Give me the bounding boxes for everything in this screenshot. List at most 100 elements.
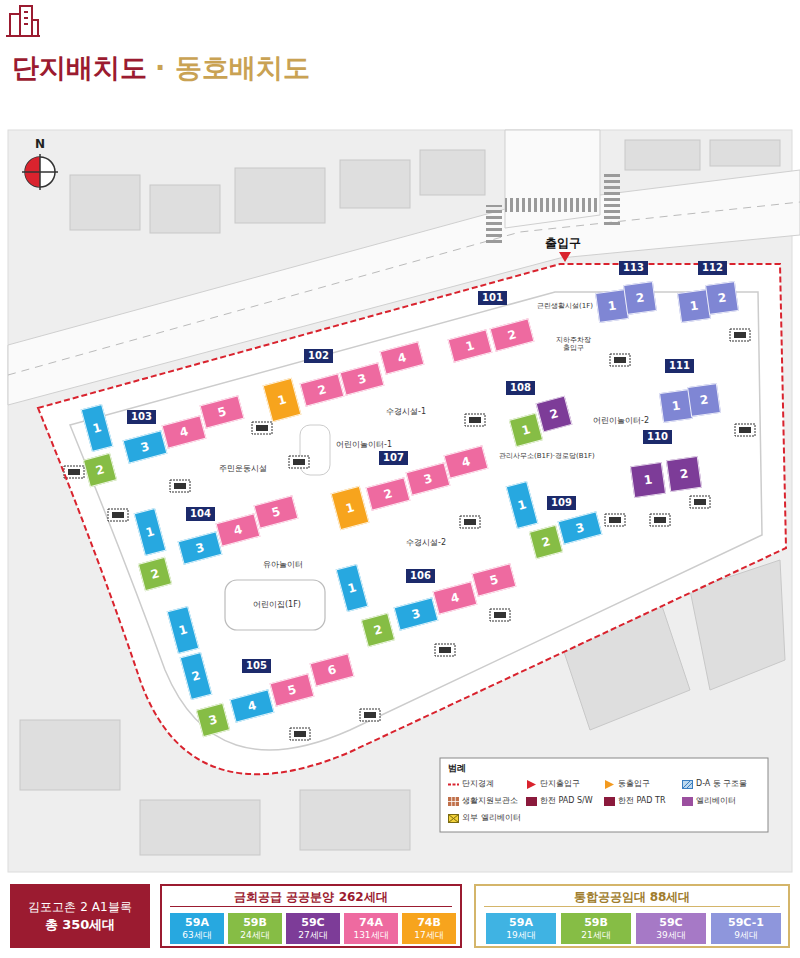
unit-number: 3: [139, 439, 151, 455]
unit-type-text: 59B: [243, 917, 267, 929]
building-tag: 103: [127, 410, 156, 424]
parking-icon: [690, 496, 710, 508]
unit-number: 4: [449, 590, 461, 606]
map-label: 유아놀이터: [262, 560, 304, 570]
unit-number: 2: [149, 566, 161, 582]
panel-heading: 통합공공임대 88세대: [484, 888, 780, 907]
legend-text: 엘리베이터: [696, 796, 736, 806]
legend-text: 한전 PAD S/W: [540, 796, 593, 806]
unit-number: 2: [316, 382, 328, 398]
parking-icon: [460, 516, 480, 528]
supply-panel: 금회공급 공공분양 262세대59A63세대59B24세대59C27세대74A1…: [160, 884, 462, 948]
building-tag: 110: [643, 430, 672, 444]
unit-type-box: 59B24세대: [228, 913, 282, 944]
building-tag: 101: [478, 291, 507, 305]
unit-type-text: 39세대: [656, 929, 685, 941]
page-subtitle: · 동호배치도: [155, 52, 310, 84]
unit-type-box: 59B21세대: [561, 913, 631, 944]
map-label: 어린이집(1F): [252, 600, 302, 610]
building-tag: 102: [304, 349, 333, 363]
unit-number: 1: [346, 580, 358, 596]
entrance-arrow: [559, 252, 571, 262]
unit-number: 1: [91, 420, 103, 436]
legend-text: 동출입구: [618, 779, 650, 789]
legend-row: 단지출입구: [526, 779, 580, 789]
unit-number: 3: [194, 540, 206, 556]
parking-icon: [252, 422, 272, 434]
building-tag: 113: [619, 261, 648, 275]
summary-text: 총 350세대: [45, 916, 116, 934]
unit-type-text: 59A: [185, 917, 209, 929]
legend-text: 생활지원보관소: [462, 796, 518, 806]
unit-number: 1: [520, 422, 532, 438]
parking-icon: [465, 414, 485, 426]
legend-row: 한전 PAD S/W: [526, 796, 593, 806]
unit-type-text: 27세대: [298, 929, 327, 941]
building-number: 111: [669, 360, 690, 372]
unit-type-box: 59C27세대: [286, 913, 340, 944]
unit-number: 4: [460, 454, 472, 470]
unit-number: 4: [396, 350, 408, 366]
legend-symbol: [448, 797, 459, 806]
unit-type-text: 59C-1: [728, 917, 764, 929]
unit-number: 5: [270, 504, 282, 520]
unit-type-text: 74A: [359, 917, 383, 929]
unit-type-box: 74B17세대: [402, 913, 456, 944]
building-tag: 109: [547, 496, 576, 510]
unit-number: 2: [382, 486, 394, 502]
header-icon: [6, 6, 40, 36]
unit-number: 2: [94, 462, 106, 478]
unit-number: 1: [177, 622, 189, 638]
unit-type-text: 74B: [417, 917, 441, 929]
building-tag: 112: [698, 261, 727, 275]
unit-type-box: 59C-19세대: [711, 913, 781, 944]
building-tag: 107: [379, 451, 408, 465]
legend-box: [440, 758, 768, 832]
building-tag: 111: [665, 359, 694, 373]
legend-swatch: [682, 797, 693, 806]
legend-symbol: [682, 780, 693, 789]
building-number: 109: [551, 497, 572, 509]
map-label: N: [35, 137, 45, 151]
unit-number: 2: [540, 534, 552, 550]
unit-number: 4: [246, 698, 258, 714]
map-label: 수경시설-1: [385, 407, 427, 417]
parking-icon: [730, 329, 750, 341]
building-number: 101: [482, 292, 503, 304]
building-number: 107: [383, 452, 404, 464]
parking-icon: [289, 456, 309, 468]
unit-number: 2: [506, 327, 518, 343]
unit-number: 1: [643, 472, 653, 487]
unit-type-text: 59C: [659, 917, 682, 929]
unit-type-text: 63세대: [182, 929, 211, 941]
building-number: 108: [510, 382, 531, 394]
map-label: 출입구: [545, 236, 581, 250]
legend-symbol: [448, 814, 459, 823]
unit-type-box: 59C39세대: [636, 913, 706, 944]
building-number: 112: [702, 262, 723, 274]
parking-icon: [170, 480, 190, 492]
unit-type-box: 59A63세대: [170, 913, 224, 944]
parking-icon: [290, 728, 310, 740]
legend-title: 범례: [448, 763, 466, 774]
legend-text: 단지출입구: [540, 779, 580, 789]
summary-box: 김포고촌 2 A1블록총 350세대: [10, 884, 150, 948]
unit-number: 3: [574, 520, 586, 536]
legend-row: 엘리베이터: [682, 796, 736, 806]
unit-number: 3: [410, 606, 422, 622]
unit-number: 1: [344, 500, 356, 516]
unit-type-text: 24세대: [240, 929, 269, 941]
legend-row: 외부 엘리베이터: [448, 813, 521, 823]
daycare-area: [225, 580, 325, 630]
unit-number: 1: [689, 298, 699, 313]
site-boundary: [38, 264, 786, 774]
unit-number: 2: [190, 668, 202, 684]
map-label: 어린이놀이터-1: [335, 440, 393, 450]
parking-icon: [490, 609, 510, 621]
map-label: 관리사무소(B1F)·경로당(B1F): [498, 452, 596, 460]
unit-number: 6: [326, 662, 338, 678]
map-label: 어린이놀이터-2: [592, 416, 650, 426]
parking-icon: [108, 509, 128, 521]
unit-number: 4: [232, 522, 244, 538]
